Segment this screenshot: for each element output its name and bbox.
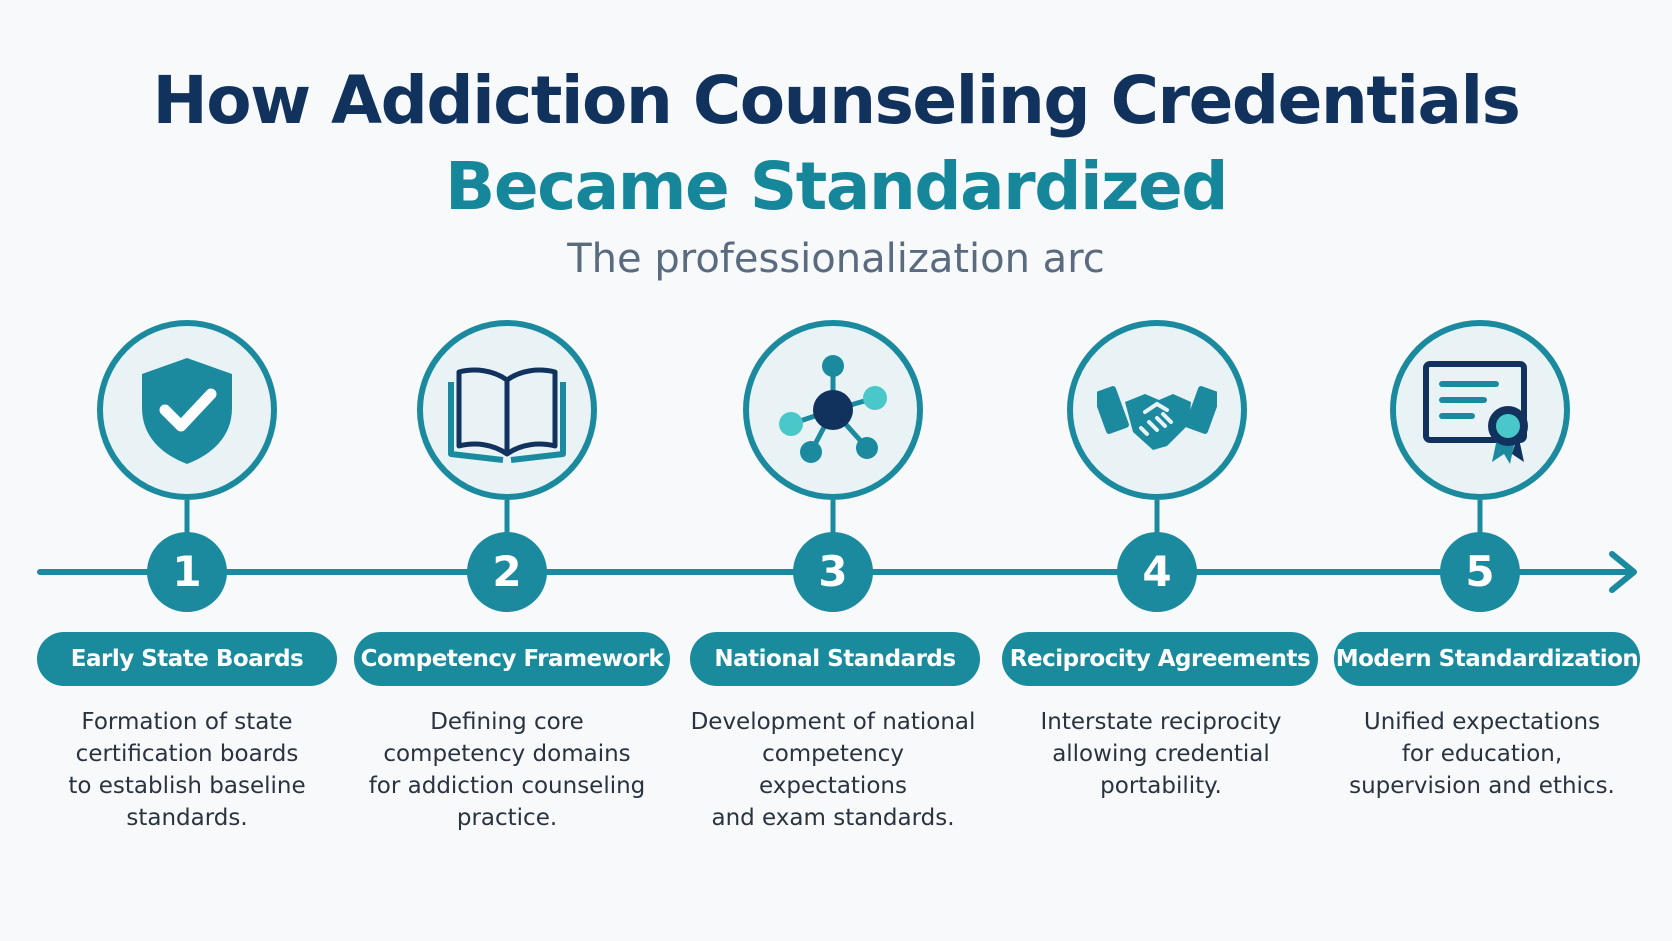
open-book-icon — [448, 367, 566, 463]
certificate-icon — [1423, 361, 1528, 464]
timeline-arrowhead — [1609, 551, 1637, 593]
step-2-description: Defining core competency domains for add… — [368, 709, 646, 831]
step-5-icon-circle — [1390, 320, 1570, 500]
step-1-description: Formation of state certification boards … — [68, 709, 306, 831]
step-5-label: Modern Standardization — [1334, 632, 1640, 686]
step-3-description: Development of national competency expec… — [690, 709, 976, 831]
step-2-icon-circle — [417, 320, 597, 500]
subtitle: The professionalization arc — [567, 236, 1105, 282]
step-1-label: Early State Boards — [37, 632, 337, 686]
title-line-2: Became Standardized — [445, 148, 1228, 225]
step-3-icon-circle — [743, 320, 923, 500]
step-5-description: Unified expectations for education, supe… — [1349, 709, 1615, 799]
step-4-number: 4 — [1117, 532, 1197, 612]
step-1-icon-circle — [97, 320, 277, 500]
step-4-label: Reciprocity Agreements — [1002, 632, 1318, 686]
step-2-number: 2 — [467, 532, 547, 612]
step-2-label: Competency Framework — [354, 632, 670, 686]
title-line-1: How Addiction Counseling Credentials — [152, 62, 1521, 139]
network-icon — [779, 355, 887, 463]
step-3-label: National Standards — [690, 632, 980, 686]
shield-check-icon — [142, 358, 232, 464]
step-1-number: 1 — [147, 532, 227, 612]
step-5-number: 5 — [1440, 532, 1520, 612]
step-4-icon-circle — [1067, 320, 1247, 500]
step-3-number: 3 — [793, 532, 873, 612]
handshake-icon — [1097, 386, 1217, 450]
step-4-description: Interstate reciprocity allowing credenti… — [1040, 709, 1282, 799]
